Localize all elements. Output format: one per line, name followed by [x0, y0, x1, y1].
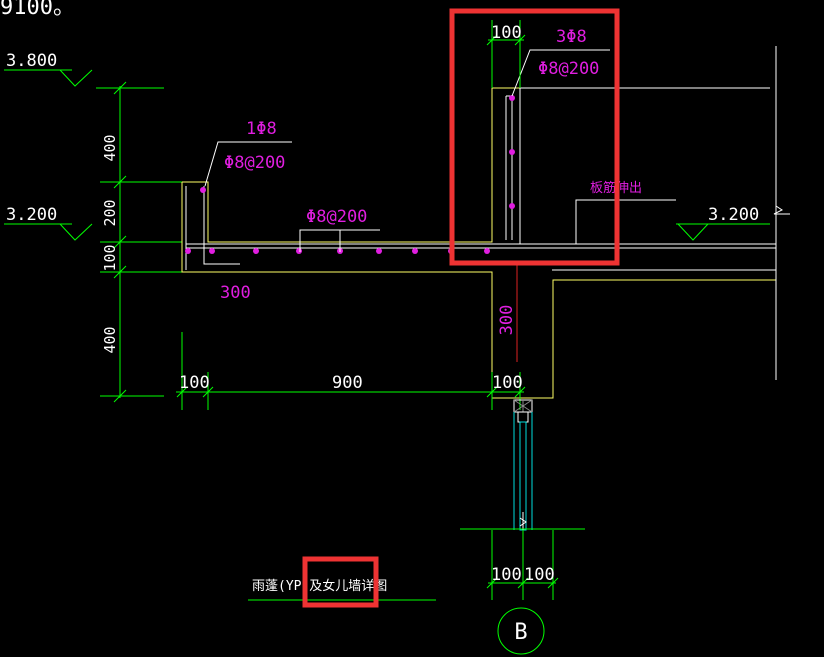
dim-100-right: 100 — [492, 373, 523, 393]
dimension-bottom-100-100 — [460, 528, 585, 600]
dim-100-a: 100 — [491, 565, 522, 585]
dim-100-b: 100 — [524, 565, 555, 585]
dim-100: 100 — [101, 244, 119, 271]
dimension-top-100 — [486, 20, 526, 88]
rebar-dots — [185, 95, 515, 254]
parapet-rebar — [505, 95, 513, 240]
rebar-left-dist: Φ8@200 — [224, 153, 285, 173]
dim-900: 900 — [332, 373, 363, 393]
rebar-slab-dist: Φ8@200 — [306, 207, 367, 227]
elevation-marker-mid-right: 3.200 — [676, 205, 770, 241]
slab-lines — [185, 46, 790, 380]
dim-100-left: 100 — [179, 373, 210, 393]
elevation-marker-mid-left: 3.200 — [4, 205, 93, 241]
dim-300-inner: 300 — [220, 283, 251, 303]
axis-label: B — [514, 620, 527, 645]
elevation-top-left-label: 3.800 — [6, 51, 57, 71]
dim-400-top: 400 — [101, 134, 119, 161]
axis-bubble-b: B — [497, 607, 545, 655]
left-rebar-hook — [203, 186, 240, 265]
elevation-mid-left-label: 3.200 — [6, 205, 57, 225]
leader-lines — [204, 49, 676, 252]
drawing-title: 雨蓬(YP)及女儿墙详图 — [252, 578, 387, 594]
vertical-dimension-chain — [96, 81, 182, 403]
rebar-parapet-main: 3Φ8 — [556, 27, 587, 47]
dim-400-bottom: 400 — [101, 326, 119, 353]
highlight-box-parapet — [449, 8, 620, 266]
elevation-marker-top-left: 3.800 — [4, 51, 93, 87]
dim-100-top: 100 — [491, 23, 522, 43]
header-fragment-text: 9100。 — [0, 0, 75, 20]
horizontal-dimension-chain — [176, 332, 526, 410]
dim-300-col: 300 — [497, 305, 517, 336]
elevation-mid-right-label: 3.200 — [708, 205, 759, 225]
rebar-left-main: 1Φ8 — [246, 119, 277, 139]
dim-200: 200 — [101, 199, 119, 226]
rebar-parapet-dist: Φ8@200 — [538, 59, 599, 79]
highlight-box-title — [302, 556, 379, 608]
